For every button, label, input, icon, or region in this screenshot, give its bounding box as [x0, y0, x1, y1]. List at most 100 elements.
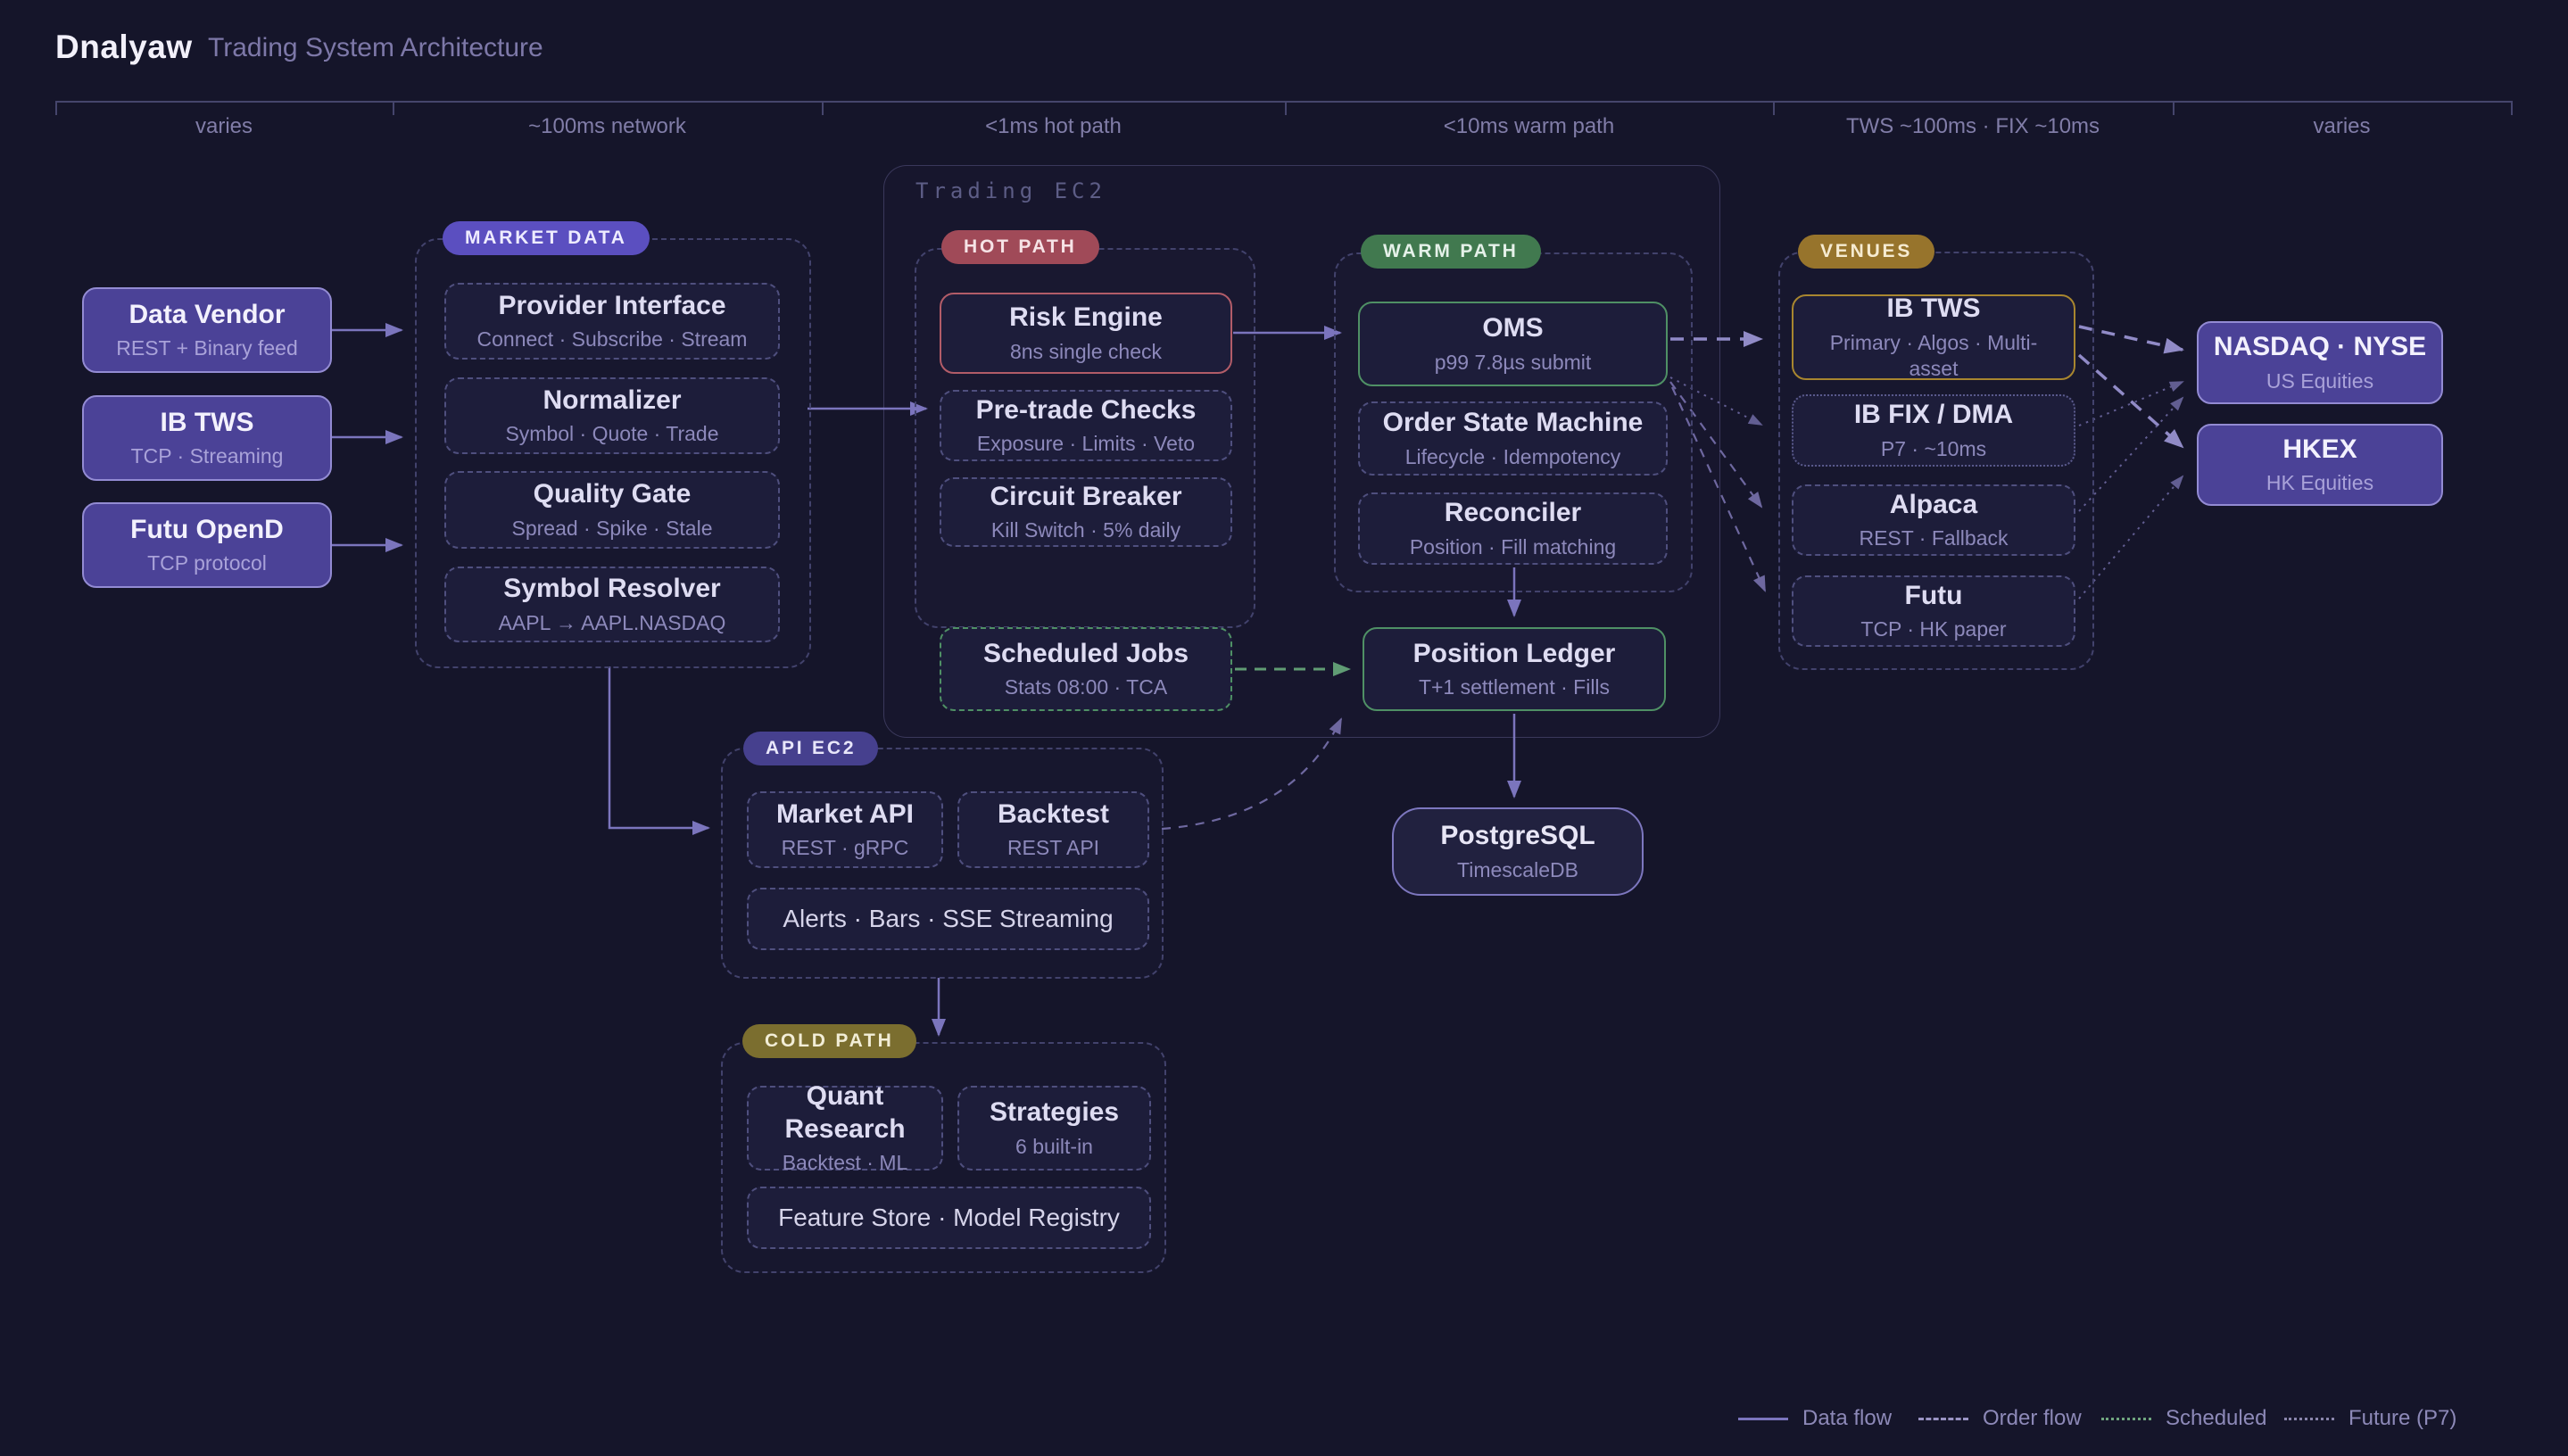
legend-line-solid — [1738, 1418, 1788, 1420]
node-title: Futu OpenD — [130, 514, 284, 547]
node-subtitle: Stats 08:00 · TCA — [1005, 674, 1167, 700]
node-title: Symbol Resolver — [503, 573, 720, 606]
node-pretrade-checks[interactable]: Pre-trade Checks Exposure · Limits · Vet… — [940, 390, 1232, 461]
node-subtitle: Symbol · Quote · Trade — [505, 421, 718, 447]
node-subtitle: US Equities — [2266, 368, 2373, 394]
node-title: Order State Machine — [1383, 407, 1644, 440]
node-subtitle: TCP · Streaming — [131, 443, 284, 469]
node-subtitle: AAPL → AAPL.NASDAQ — [499, 610, 726, 636]
node-quant-research[interactable]: Quant Research Backtest · ML — [747, 1086, 943, 1171]
legend-item-future: Future (P7) — [2284, 1406, 2456, 1431]
arrow-futu-to-hkex-future — [2079, 476, 2183, 599]
node-title: Strategies — [990, 1096, 1119, 1129]
node-subtitle: Connect · Subscribe · Stream — [477, 327, 748, 352]
legend-item-scheduled: Scheduled — [2101, 1406, 2266, 1431]
legend-item-data-flow: Data flow — [1738, 1406, 1892, 1431]
node-subtitle: T+1 settlement · Fills — [1419, 674, 1610, 700]
node-subtitle: Backtest · ML — [783, 1150, 908, 1176]
node-subtitle: Spread · Spike · Stale — [511, 516, 712, 542]
node-title: Reconciler — [1445, 497, 1581, 530]
node-venue-ib-fix-dma[interactable]: IB FIX / DMA P7 · ~10ms — [1792, 394, 2075, 467]
node-normalizer[interactable]: Normalizer Symbol · Quote · Trade — [444, 377, 780, 454]
node-title: Quant Research — [765, 1080, 925, 1146]
legend-label: Order flow — [1983, 1406, 2082, 1431]
node-order-state-machine[interactable]: Order State Machine Lifecycle · Idempote… — [1358, 401, 1668, 476]
node-backtest[interactable]: Backtest REST API — [957, 791, 1149, 868]
node-reconciler[interactable]: Reconciler Position · Fill matching — [1358, 492, 1668, 565]
timeline-segment-label: <1ms hot path — [822, 114, 1285, 139]
node-title: Pre-trade Checks — [976, 394, 1197, 427]
node-strategies[interactable]: Strategies 6 built-in — [957, 1086, 1151, 1171]
node-subtitle: TCP protocol — [147, 550, 267, 576]
legend-label: Scheduled — [2166, 1406, 2266, 1431]
timeline-tick — [1773, 101, 1775, 115]
node-title: Backtest — [998, 798, 1109, 831]
timeline-tick — [1285, 101, 1287, 115]
node-subtitle: REST + Binary feed — [116, 335, 298, 361]
node-provider-interface[interactable]: Provider Interface Connect · Subscribe ·… — [444, 283, 780, 360]
node-title: Circuit Breaker — [990, 481, 1181, 514]
node-subtitle: Position · Fill matching — [1410, 534, 1616, 560]
node-title: Risk Engine — [1009, 302, 1163, 335]
node-title: IB TWS — [161, 407, 254, 440]
node-subtitle: P7 · ~10ms — [1881, 436, 1986, 462]
timeline-tick — [393, 101, 394, 115]
node-subtitle: Primary · Algos · Multi-asset — [1813, 330, 2054, 382]
node-title: Scheduled Jobs — [983, 638, 1189, 671]
node-venue-alpaca[interactable]: Alpaca REST · Fallback — [1792, 484, 2075, 556]
node-feature-store-registry[interactable]: Feature Store · Model Registry — [747, 1187, 1151, 1249]
timeline-segment-label: TWS ~100ms · FIX ~10ms — [1773, 114, 2173, 139]
node-title: Alpaca — [1890, 489, 1977, 522]
node-venue-futu[interactable]: Futu TCP · HK paper — [1792, 575, 2075, 647]
node-subtitle: Lifecycle · Idempotency — [1405, 444, 1621, 470]
node-market-api[interactable]: Market API REST · gRPC — [747, 791, 943, 868]
timeline-segment-label: varies — [2173, 114, 2511, 139]
timeline-segment-label: ~100ms network — [393, 114, 822, 139]
node-title: OMS — [1482, 312, 1543, 345]
group-label-api-ec2: API EC2 — [743, 732, 878, 765]
group-label-cold-path: COLD PATH — [742, 1024, 916, 1058]
node-ib-tws-source[interactable]: IB TWS TCP · Streaming — [82, 395, 332, 481]
legend-line-dashed — [1918, 1418, 1968, 1420]
node-title: HKEX — [2282, 434, 2357, 467]
node-oms[interactable]: OMS p99 7.8µs submit — [1358, 302, 1668, 386]
legend-label: Data flow — [1802, 1406, 1892, 1431]
node-alerts-bars-sse[interactable]: Alerts · Bars · SSE Streaming — [747, 888, 1149, 950]
node-symbol-resolver[interactable]: Symbol Resolver AAPL → AAPL.NASDAQ — [444, 567, 780, 642]
node-title: PostgreSQL — [1440, 820, 1595, 853]
arrow-alpaca-to-nasdaq-future — [2079, 398, 2183, 511]
timeline-tick — [2173, 101, 2175, 115]
app-brand: Dnalyaw — [55, 29, 193, 66]
arrow-ib-tws-to-nasdaq — [2079, 327, 2183, 350]
timeline-tick — [55, 101, 57, 115]
node-venue-ib-tws[interactable]: IB TWS Primary · Algos · Multi-asset — [1792, 294, 2075, 380]
node-subtitle: Exposure · Limits · Veto — [977, 431, 1195, 457]
node-circuit-breaker[interactable]: Circuit Breaker Kill Switch · 5% daily — [940, 477, 1232, 547]
node-subtitle: 6 built-in — [1015, 1134, 1093, 1160]
node-title: Provider Interface — [498, 290, 725, 323]
node-risk-engine[interactable]: Risk Engine 8ns single check — [940, 293, 1232, 374]
node-subtitle: Kill Switch · 5% daily — [991, 517, 1180, 543]
node-position-ledger[interactable]: Position Ledger T+1 settlement · Fills — [1363, 627, 1666, 711]
node-title: Normalizer — [543, 385, 681, 418]
node-quality-gate[interactable]: Quality Gate Spread · Spike · Stale — [444, 471, 780, 549]
node-scheduled-jobs[interactable]: Scheduled Jobs Stats 08:00 · TCA — [940, 627, 1232, 711]
node-nasdaq-nyse[interactable]: NASDAQ · NYSE US Equities — [2197, 321, 2443, 404]
node-title: IB TWS — [1887, 293, 1981, 326]
node-data-vendor[interactable]: Data Vendor REST + Binary feed — [82, 287, 332, 373]
timeline-tick — [2511, 101, 2513, 115]
node-subtitle: REST · gRPC — [782, 835, 909, 861]
node-postgresql[interactable]: PostgreSQL TimescaleDB — [1392, 807, 1644, 896]
group-label-venues: VENUES — [1798, 235, 1934, 269]
timeline-segment-label: <10ms warm path — [1285, 114, 1773, 139]
node-title: IB FIX / DMA — [1854, 399, 2013, 432]
timeline-line — [55, 101, 2513, 103]
node-subtitle: HK Equities — [2266, 470, 2373, 496]
legend-item-order-flow: Order flow — [1918, 1406, 2082, 1431]
timeline-tick — [822, 101, 824, 115]
node-title: Alerts · Bars · SSE Streaming — [783, 904, 1113, 934]
node-futu-opend[interactable]: Futu OpenD TCP protocol — [82, 502, 332, 588]
legend-label: Future (P7) — [2348, 1406, 2456, 1431]
node-hkex[interactable]: HKEX HK Equities — [2197, 424, 2443, 506]
